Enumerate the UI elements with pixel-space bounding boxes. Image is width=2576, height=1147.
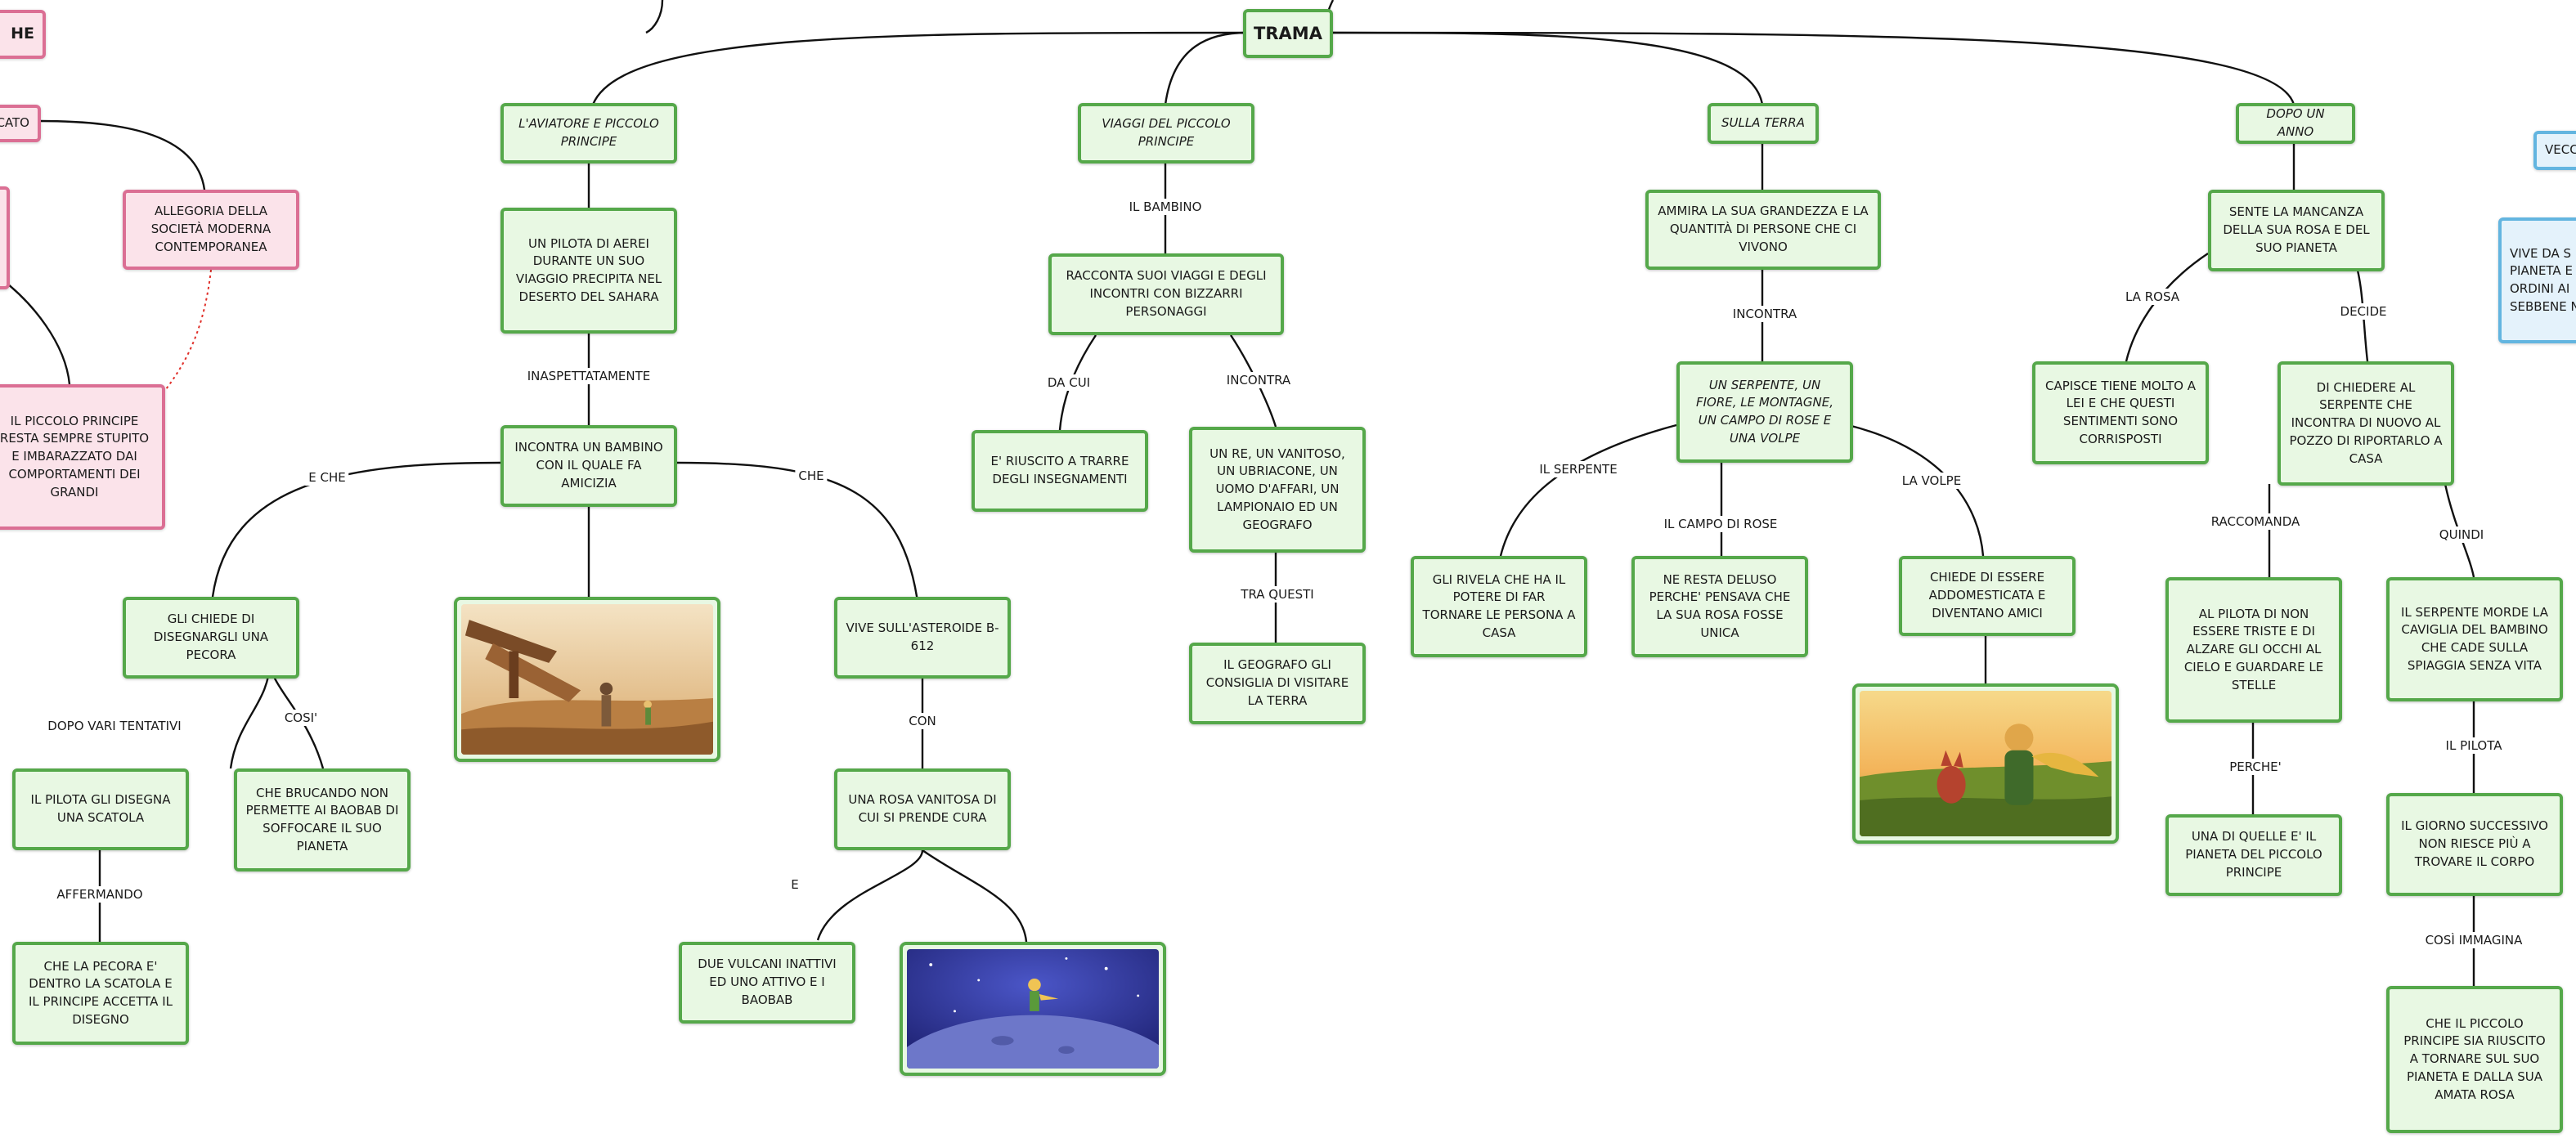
node-pecora-dentro[interactable]: CHE LA PECORA E' DENTRO LA SCATOLA E IL … <box>12 942 189 1045</box>
link <box>816 849 924 941</box>
node-pilota[interactable]: UN PILOTA DI AEREI DURANTE UN SUO VIAGGI… <box>500 208 677 334</box>
link <box>1847 423 1985 557</box>
branch-viaggi[interactable]: VIAGGI DEL PICCOLO PRINCIPE <box>1078 103 1254 164</box>
link <box>211 461 501 598</box>
node-rosa[interactable]: UNA ROSA VANITOSA DI CUI SI PRENDE CURA <box>834 768 1011 850</box>
link-label-la-volpe: LA VOLPE <box>1898 473 1965 489</box>
link-label-raccomanda: RACCOMANDA <box>2207 513 2304 530</box>
right-box-vive[interactable]: VIVE DA S PIANETA E ORDINI AI SEBBENE N <box>2498 217 2576 343</box>
left-tab-top[interactable]: HE <box>0 10 46 59</box>
link <box>165 269 212 390</box>
left-box-cut[interactable] <box>0 186 10 289</box>
node-mancanza[interactable]: SENTE LA MANCANZA DELLA SUA ROSA E DEL S… <box>2208 190 2385 271</box>
branch-sulla-terra[interactable]: SULLA TERRA <box>1708 103 1819 144</box>
link-label-inaspettatamente: INASPETTATAMENTE <box>523 368 654 384</box>
link-label-cosi-immagina: COSÌ IMMAGINA <box>2421 932 2526 948</box>
node-stupito[interactable]: IL PICCOLO PRINCIPE RESTA SEMPRE STUPITO… <box>0 384 165 530</box>
link-label-quindi: QUINDI <box>2435 526 2488 543</box>
node-vulcani[interactable]: DUE VULCANI INATTIVI ED UNO ATTIVO E I B… <box>679 942 855 1024</box>
right-tab[interactable]: VECC <box>2533 131 2576 170</box>
link-label-decide: DECIDE <box>2336 303 2390 320</box>
link-label-tra-questi: TRA QUESTI <box>1237 586 1317 603</box>
link-label-incontra-1: INCONTRA <box>1223 372 1295 388</box>
link <box>1328 31 1764 105</box>
node-chiedere[interactable]: DI CHIEDERE AL SERPENTE CHE INCONTRA DI … <box>2278 361 2454 486</box>
desert-plane-image <box>454 597 720 762</box>
link <box>1328 31 2296 105</box>
link <box>2125 253 2209 362</box>
left-tab-mid[interactable]: CATO <box>0 105 41 142</box>
node-serpente-fiore[interactable]: UN SERPENTE, UN FIORE, LE MONTAGNE, UN C… <box>1676 361 1853 463</box>
node-allegoria[interactable]: ALLEGORIA DELLA SOCIETÀ MODERNA CONTEMPO… <box>123 190 299 270</box>
node-scatola[interactable]: IL PILOTA GLI DISEGNA UNA SCATOLA <box>12 768 189 850</box>
link <box>0 277 71 385</box>
node-tornare[interactable]: CHE IL PICCOLO PRINCIPE SIA RIUSCITO A T… <box>2386 986 2563 1133</box>
node-re-vanitoso[interactable]: UN RE, UN VANITOSO, UN UBRIACONE, UN UOM… <box>1189 427 1366 553</box>
link <box>38 119 206 190</box>
node-giorno[interactable]: IL GIORNO SUCCESSIVO NON RIESCE PIÙ A TR… <box>2386 793 2563 896</box>
link-label-perche: PERCHE' <box>2226 759 2285 775</box>
node-una-di-quelle[interactable]: UNA DI QUELLE E' IL PIANETA DEL PICCOLO … <box>2165 814 2342 896</box>
asteroid-prince-image <box>900 942 1166 1076</box>
link-label-affermando: AFFERMANDO <box>53 886 146 903</box>
link-label-il-pilota: IL PILOTA <box>2442 737 2506 754</box>
node-rivela[interactable]: GLI RIVELA CHE HA IL POTERE DI FAR TORNA… <box>1411 556 1587 657</box>
link-label-cosi: COSI' <box>280 710 321 726</box>
link <box>676 461 922 622</box>
node-triste[interactable]: AL PILOTA DI NON ESSERE TRISTE E DI ALZA… <box>2165 577 2342 723</box>
link-label-il-campo: IL CAMPO DI ROSE <box>1660 516 1781 532</box>
node-capisce[interactable]: CAPISCE TIENE MOLTO A LEI E CHE QUESTI S… <box>2032 361 2209 464</box>
link-label-incontra-2: INCONTRA <box>1729 306 1801 322</box>
link <box>645 0 664 34</box>
root-node-trama[interactable]: TRAMA <box>1243 9 1333 58</box>
node-morde[interactable]: IL SERPENTE MORDE LA CAVIGLIA DEL BAMBIN… <box>2386 577 2563 701</box>
link <box>591 31 1248 105</box>
node-incontra-bambino[interactable]: INCONTRA UN BAMBINO CON IL QUALE FA AMIC… <box>500 425 677 507</box>
node-asteroide[interactable]: VIVE SULL'ASTEROIDE B-612 <box>834 597 1011 679</box>
node-pecora[interactable]: GLI CHIEDE DI DISEGNARGLI UNA PECORA <box>123 597 299 679</box>
link-label-il-bambino: IL BAMBINO <box>1125 199 1205 215</box>
link-label-dopo-vari: DOPO VARI TENTATIVI <box>44 718 185 734</box>
link-label-che: CHE <box>795 468 828 484</box>
node-insegnamenti[interactable]: E' RIUSCITO A TRARRE DEGLI INSEGNAMENTI <box>972 430 1148 512</box>
prince-fox-image <box>1852 683 2119 844</box>
node-geografo[interactable]: IL GEOGRAFO GLI CONSIGLIA DI VISITARE LA… <box>1189 643 1366 724</box>
node-deluso[interactable]: NE RESTA DELUSO PERCHE' PENSAVA CHE LA S… <box>1631 556 1808 657</box>
branch-aviatore[interactable]: L'AVIATORE E PICCOLO PRINCIPE <box>500 103 677 164</box>
branch-dopo-un-anno[interactable]: DOPO UN ANNO <box>2236 103 2355 144</box>
link <box>1164 31 1248 105</box>
link <box>922 849 1028 943</box>
node-racconta[interactable]: RACCONTA SUOI VIAGGI E DEGLI INCONTRI CO… <box>1048 253 1284 335</box>
node-amici[interactable]: CHIEDE DI ESSERE ADDOMESTICATA E DIVENTA… <box>1899 556 2076 636</box>
link <box>1499 423 1677 557</box>
link-label-da-cui: DA CUI <box>1043 374 1094 391</box>
link-label-il-serpente: IL SERPENTE <box>1536 461 1621 477</box>
link-label-con: CON <box>905 713 940 729</box>
link-label-e: E <box>788 876 802 893</box>
node-ammira[interactable]: AMMIRA LA SUA GRANDEZZA E LA QUANTITÀ DI… <box>1645 190 1881 270</box>
link-label-e-che: E CHE <box>305 469 349 486</box>
node-baobab[interactable]: CHE BRUCANDO NON PERMETTE AI BAOBAB DI S… <box>234 768 411 871</box>
link-label-la-rosa: LA ROSA <box>2121 289 2183 305</box>
